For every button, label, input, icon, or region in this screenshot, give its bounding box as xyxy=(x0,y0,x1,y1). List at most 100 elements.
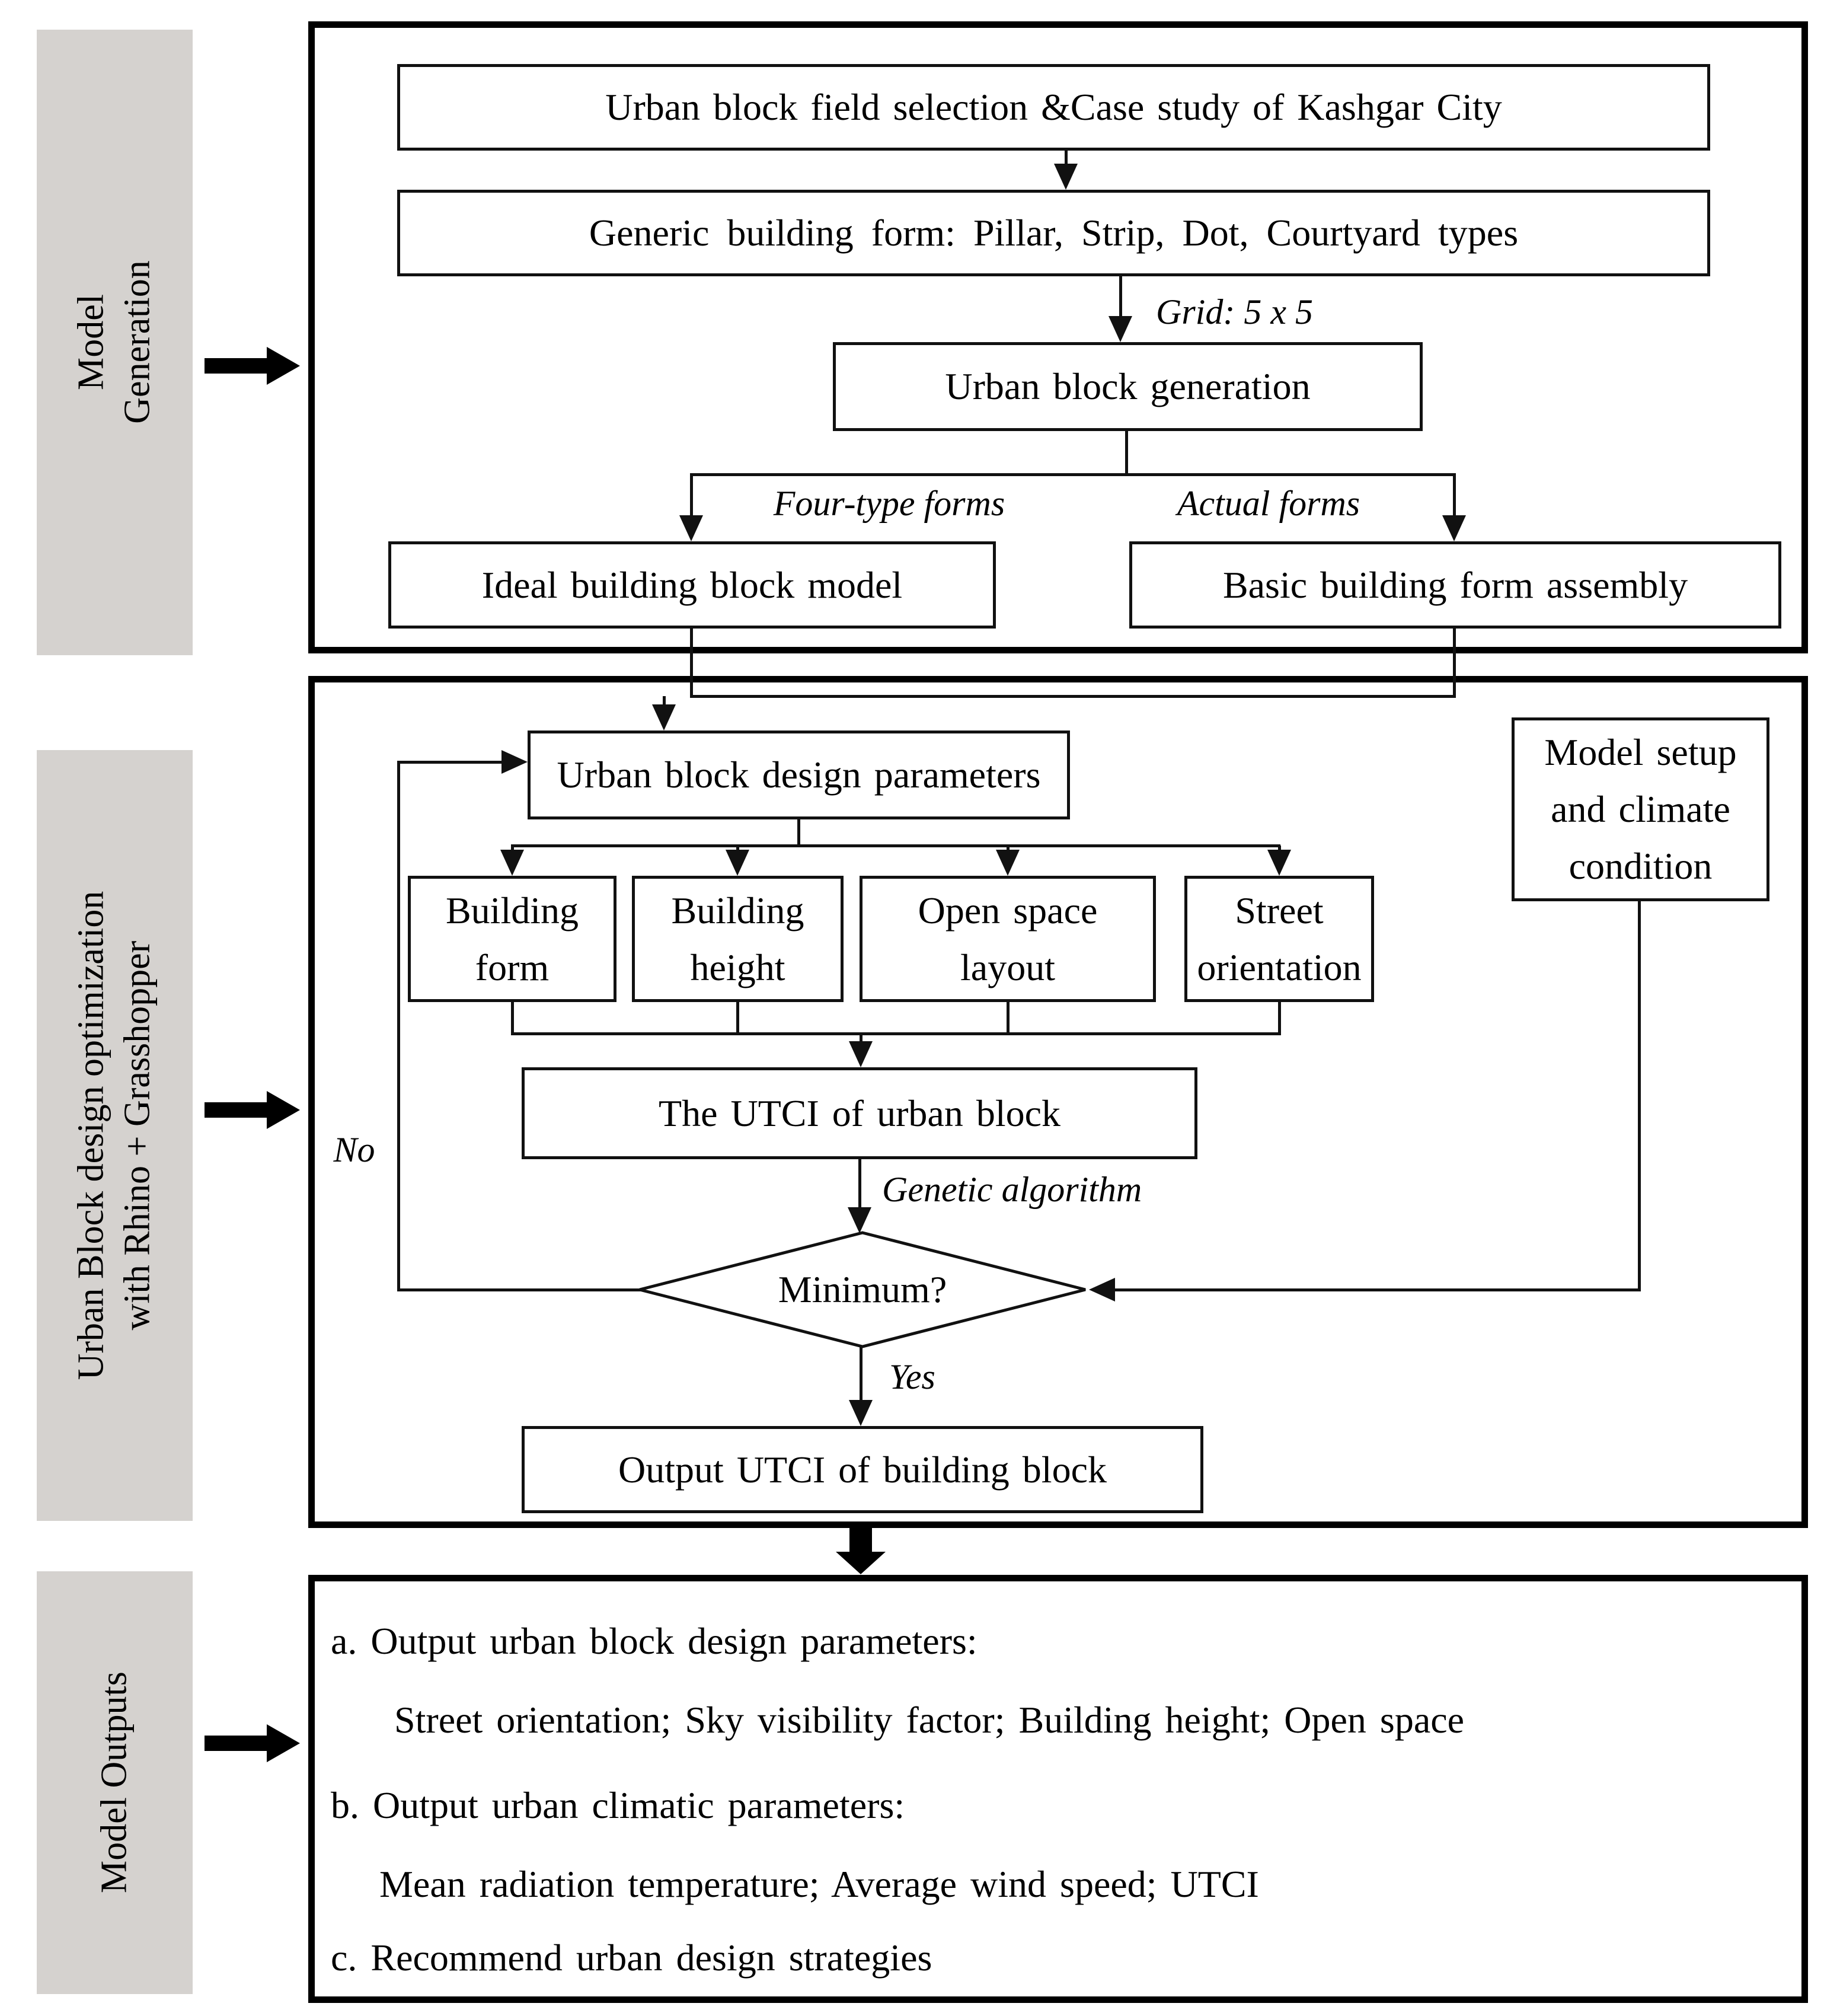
connector-line xyxy=(1125,431,1128,476)
connector-line xyxy=(511,1032,1281,1035)
section-arrowhead-icon xyxy=(267,347,300,385)
connector-line xyxy=(736,846,739,853)
sidebar-label-line: Model Outputs xyxy=(94,1672,135,1893)
arrowhead-down-icon xyxy=(726,850,749,876)
arrowhead-down-icon xyxy=(1054,164,1078,190)
connector-line xyxy=(860,1033,862,1042)
box-basic-assembly: Basic building form assembly xyxy=(1129,541,1781,629)
label-genetic-algorithm: Genetic algorithm xyxy=(882,1169,1142,1210)
arrowhead-right-icon xyxy=(501,750,528,774)
connector-line xyxy=(1007,1002,1010,1035)
arrowhead-down-icon xyxy=(849,1041,873,1067)
arrowhead-down-icon xyxy=(996,850,1020,876)
frame-optimization xyxy=(308,676,1808,1528)
box-model-setup: Model setup and climate condition xyxy=(1512,717,1769,901)
arrowhead-down-icon xyxy=(679,515,703,541)
section-arrow-icon xyxy=(205,1102,267,1118)
section-down-arrowhead-icon xyxy=(836,1552,886,1574)
arrowhead-down-icon xyxy=(849,1400,873,1426)
box-design-parameters-label: Urban block design parameters xyxy=(557,754,1041,796)
output-line-b-detail: Mean radiation temperature; Average wind… xyxy=(379,1861,1259,1908)
output-line-b-text: b. Output urban climatic parameters: xyxy=(331,1784,905,1826)
connector-line xyxy=(1119,276,1122,318)
sidebar-label-line: Urban Block design optimization xyxy=(71,891,111,1380)
diamond-minimum-text: Minimum? xyxy=(778,1268,947,1310)
box-generic-form: Generic building form: Pillar, Strip, Do… xyxy=(397,190,1710,276)
box-utci-label: The UTCI of urban block xyxy=(658,1092,1061,1134)
section-arrowhead-icon xyxy=(267,1724,300,1762)
sidebar-model-generation: Model Generation xyxy=(37,30,193,655)
connector-line xyxy=(1453,629,1456,698)
sidebar-optimization-label: Urban Block design optimization with Rhi… xyxy=(69,891,161,1380)
connector-line xyxy=(797,819,800,847)
output-line-a-detail-text: Street orientation; Sky visibility facto… xyxy=(394,1699,1465,1741)
connector-line xyxy=(858,1159,861,1210)
arrowhead-down-icon xyxy=(500,850,524,876)
connector-line xyxy=(397,761,400,1291)
box-field-selection-label: Urban block field selection &Case study … xyxy=(605,86,1502,128)
box-building-height: Building height xyxy=(632,876,844,1002)
connector-line xyxy=(1638,901,1641,1291)
arrowhead-down-icon xyxy=(1109,316,1132,342)
output-line-a-detail: Street orientation; Sky visibility facto… xyxy=(394,1696,1464,1744)
connector-line xyxy=(398,761,503,764)
box-block-generation-label: Urban block generation xyxy=(945,365,1311,407)
box-open-space-layout: Open space layout xyxy=(860,876,1156,1002)
frame-model-generation xyxy=(308,21,1808,653)
box-open-space-layout-label: Open space layout xyxy=(918,889,1098,988)
label-actual-forms-text: Actual forms xyxy=(1177,484,1360,523)
box-building-form: Building form xyxy=(408,876,616,1002)
arrowhead-down-icon xyxy=(848,1207,871,1233)
connector-line xyxy=(1278,1002,1281,1035)
diamond-minimum: Minimum? xyxy=(637,1230,1088,1349)
sidebar-model-outputs: Model Outputs xyxy=(37,1571,193,1994)
sidebar-optimization: Urban Block design optimization with Rhi… xyxy=(37,750,193,1521)
connector-line xyxy=(511,844,1280,847)
box-block-generation: Urban block generation xyxy=(833,342,1423,431)
box-building-form-label: Building form xyxy=(445,889,579,988)
box-ideal-model: Ideal building block model xyxy=(388,541,996,629)
box-model-setup-label: Model setup and climate condition xyxy=(1544,731,1737,887)
box-design-parameters: Urban block design parameters xyxy=(528,731,1070,819)
sidebar-model-outputs-label: Model Outputs xyxy=(91,1672,138,1893)
output-line-c-text: c. Recommend urban design strategies xyxy=(331,1937,932,1979)
box-street-orientation-label: Street orientation xyxy=(1197,889,1362,988)
sidebar-label-line: with Rhino + Grasshopper xyxy=(117,940,157,1331)
section-arrow-icon xyxy=(205,358,267,374)
box-building-height-label: Building height xyxy=(671,889,804,988)
label-no: No xyxy=(320,1130,388,1170)
label-four-type-forms: Four-type forms xyxy=(694,483,1085,524)
connector-line xyxy=(663,696,666,708)
connector-line xyxy=(1065,151,1068,167)
output-line-b-detail-text: Mean radiation temperature; Average wind… xyxy=(379,1863,1259,1905)
box-output-utci: Output UTCI of building block xyxy=(522,1426,1203,1513)
box-utci: The UTCI of urban block xyxy=(522,1067,1197,1159)
label-actual-forms: Actual forms xyxy=(1103,483,1435,524)
connector-line xyxy=(1113,1288,1641,1291)
sidebar-label-line: Generation xyxy=(117,260,157,424)
arrowhead-left-icon xyxy=(1089,1278,1115,1302)
connector-line xyxy=(690,695,1456,698)
label-yes-text: Yes xyxy=(889,1357,935,1396)
connector-line xyxy=(690,474,693,517)
diamond-minimum-label: Minimum? xyxy=(637,1230,1088,1349)
label-no-text: No xyxy=(333,1130,375,1169)
frame-model-outputs xyxy=(308,1575,1808,2003)
connector-line xyxy=(1278,846,1281,853)
box-ideal-model-label: Ideal building block model xyxy=(481,563,903,606)
connector-line xyxy=(398,1288,641,1291)
label-grid: Grid: 5 x 5 xyxy=(1156,292,1313,333)
section-down-arrow-icon xyxy=(849,1528,872,1553)
sidebar-model-generation-label: Model Generation xyxy=(69,260,161,423)
box-field-selection: Urban block field selection &Case study … xyxy=(397,64,1710,151)
connector-line xyxy=(860,1346,862,1402)
label-yes: Yes xyxy=(889,1357,935,1398)
output-line-c: c. Recommend urban design strategies xyxy=(331,1934,932,1982)
box-output-utci-label: Output UTCI of building block xyxy=(618,1448,1107,1491)
section-arrow-icon xyxy=(205,1736,267,1751)
arrowhead-down-icon xyxy=(1442,515,1466,541)
output-line-a-text: a. Output urban block design parameters: xyxy=(331,1620,978,1662)
label-four-type-forms-text: Four-type forms xyxy=(773,484,1005,523)
diamond-shape xyxy=(639,1231,1086,1348)
